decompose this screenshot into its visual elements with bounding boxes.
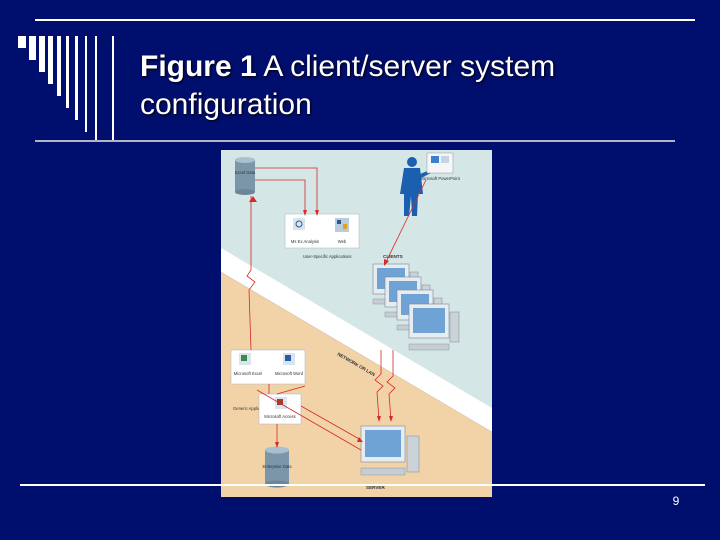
clients-label: CLIENTS [383, 254, 403, 259]
person-icon [400, 157, 431, 216]
analysis-label: Ms Ex Analysis [291, 239, 319, 244]
client-server-figure: Excel Data Microsoft PowerPoint Ms Ex An… [221, 150, 492, 497]
word-label: Microsoft Word [275, 371, 304, 376]
figure-number: Figure 1 [140, 50, 257, 83]
server-label: SERVER [366, 485, 385, 490]
server-computer [360, 425, 420, 476]
analysis-icon [293, 218, 305, 230]
connection-arrows [246, 167, 427, 451]
user-apps-group: Ms Ex Analysis Web [284, 213, 360, 249]
generic-apps-group: Microsoft Excel Microsoft Word [230, 349, 306, 385]
zone-server [221, 272, 492, 497]
database-top: Excel Data [235, 157, 256, 195]
web-label: Web [338, 239, 347, 244]
database-top-label: Excel Data [235, 170, 256, 175]
access-app: Microsoft Access [258, 393, 302, 425]
arrowheads [249, 196, 393, 448]
zone-network-band [221, 248, 492, 432]
powerpoint-label: Microsoft PowerPoint [420, 176, 460, 181]
database-bottom: Enterprise Data [262, 446, 292, 488]
client-server-diagram: Excel Data Microsoft PowerPoint Ms Ex An… [221, 150, 492, 497]
excel-label: Microsoft Excel [234, 371, 262, 376]
generic-apps-label: Generic Applications [233, 406, 271, 411]
client-computer [408, 303, 460, 351]
footer-divider [20, 484, 705, 486]
access-label: Microsoft Access [264, 414, 295, 419]
powerpoint-icon: Microsoft PowerPoint [420, 152, 461, 181]
database-bottom-label: Enterprise Data [262, 464, 292, 469]
page-number: 9 [672, 494, 680, 508]
user-apps-label: User-Specific Applications [303, 254, 351, 259]
title-divider [35, 140, 675, 142]
figure-caption: A client/server system configuration [140, 50, 556, 121]
slide-title: Figure 1 A client/server system configur… [140, 48, 700, 124]
